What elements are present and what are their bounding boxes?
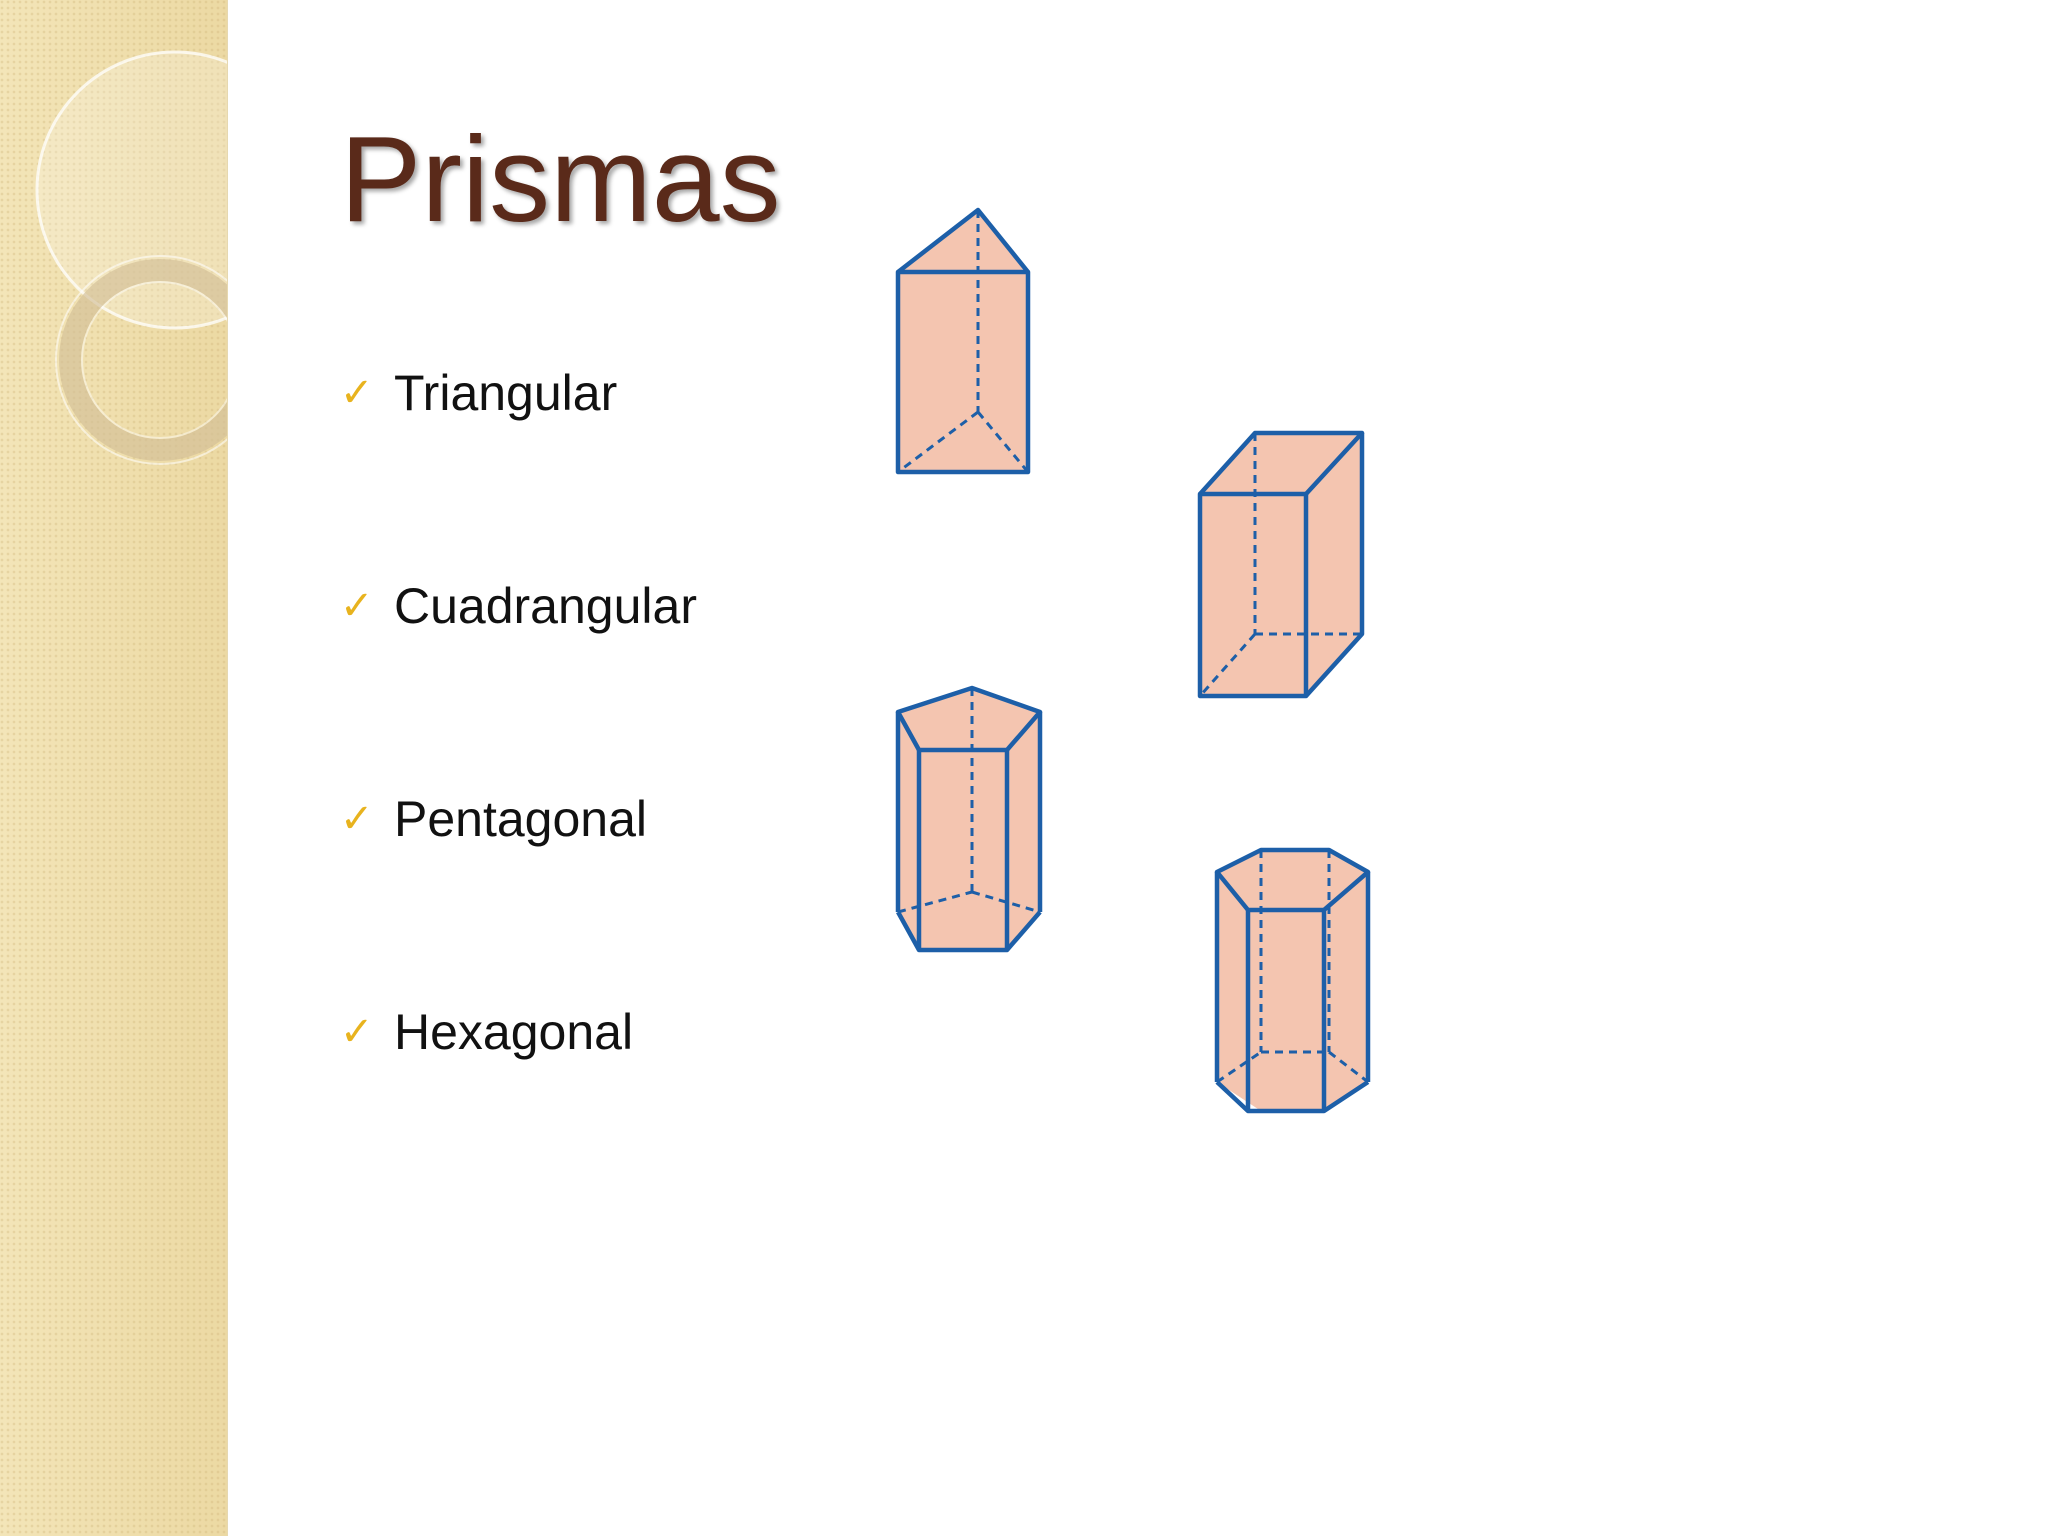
list-item-cuadrangular: ✓ Cuadrangular (340, 575, 697, 788)
list-item-triangular: ✓ Triangular (340, 362, 697, 575)
check-icon: ✓ (340, 796, 374, 842)
rectangular-prism-figure (1197, 430, 1365, 699)
hexagonal-prism-figure (1214, 847, 1371, 1114)
pentagonal-prism-figure (895, 685, 1043, 953)
list-item-hexagonal: ✓ Hexagonal (340, 1001, 697, 1214)
decorative-sidebar (0, 0, 228, 1536)
list-item-label: Pentagonal (394, 791, 648, 847)
slide-title: Prismas (340, 111, 781, 247)
check-icon: ✓ (340, 1009, 374, 1055)
prism-type-list: ✓ Triangular ✓ Cuadrangular ✓ Pentagonal… (340, 362, 697, 1214)
triangular-prism-figure (895, 207, 1031, 475)
check-icon: ✓ (340, 583, 374, 629)
list-item-label: Hexagonal (394, 1004, 634, 1060)
list-item-label: Triangular (394, 365, 618, 421)
list-item-pentagonal: ✓ Pentagonal (340, 788, 697, 1001)
decorative-rings (35, 50, 227, 465)
check-icon: ✓ (340, 370, 374, 416)
list-item-label: Cuadrangular (394, 578, 697, 634)
